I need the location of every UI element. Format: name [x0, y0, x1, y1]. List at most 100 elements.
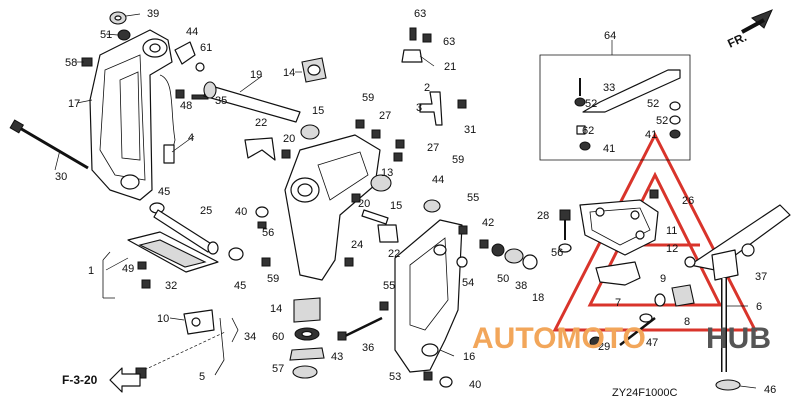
bolt-part-55-right — [458, 225, 468, 235]
washer-part-57 — [292, 365, 318, 379]
callout-40: 40 — [235, 206, 247, 218]
callout-49: 49 — [122, 263, 134, 275]
callout-55: 55 — [383, 280, 395, 292]
callout-19: 19 — [250, 69, 262, 81]
washer-part-40-upper — [255, 206, 269, 218]
page-ref-arrow-icon — [109, 367, 141, 393]
diagram-code-label: ZY24F1000C — [612, 387, 677, 399]
bolt-part-36 — [337, 316, 383, 341]
callout-22: 22 — [255, 117, 267, 129]
connector-part-4 — [163, 144, 175, 164]
watermark-text-automoto: AUTOMOTO — [472, 322, 646, 355]
washer-part-45-lower — [228, 247, 244, 261]
callout-60: 60 — [272, 331, 284, 343]
bracket-part-22-lower — [377, 224, 399, 243]
callout-35: 35 — [215, 95, 227, 107]
callout-24: 24 — [351, 239, 363, 251]
callout-17: 17 — [68, 98, 80, 110]
callout-59: 59 — [452, 154, 464, 166]
nut-part-50 — [491, 243, 505, 257]
callout-40: 40 — [469, 379, 481, 391]
plate-part-44 — [174, 41, 196, 65]
callout-47: 47 — [646, 337, 658, 349]
nut-part-56-left — [257, 221, 267, 229]
callout-44: 44 — [432, 174, 444, 186]
collar-part-38 — [504, 248, 524, 264]
callout-1: 1 — [88, 265, 94, 277]
bolt-part-27-b — [395, 139, 405, 149]
callout-3: 3 — [416, 102, 422, 114]
bolt-part-20-lower — [351, 193, 361, 203]
bolt-part-20-upper — [281, 149, 291, 159]
bracket-part-2-3 — [419, 91, 443, 126]
tie-bar-assembly-part-64 — [539, 54, 691, 161]
guide-line-part-5 — [139, 331, 226, 373]
callout-52: 52 — [656, 115, 668, 127]
callout-59: 59 — [267, 273, 279, 285]
callout-41: 41 — [603, 143, 615, 155]
stern-bracket-left — [89, 29, 173, 201]
rod-part-25 — [153, 209, 214, 253]
callout-15: 15 — [390, 200, 402, 212]
callout-62: 62 — [582, 125, 594, 137]
callout-11: 11 — [666, 225, 677, 237]
callout-43: 43 — [331, 351, 343, 363]
wire-part-5 — [214, 317, 225, 376]
callout-50: 50 — [497, 273, 509, 285]
callout-2: 2 — [424, 82, 430, 94]
callout-42: 42 — [482, 217, 494, 229]
pin-part-15-lower — [361, 209, 389, 225]
callout-5: 5 — [199, 371, 205, 383]
plate-assembly-part-1 — [102, 231, 219, 299]
bolt-part-31 — [457, 99, 467, 109]
leader-lines — [54, 13, 757, 389]
callout-12: 12 — [666, 243, 678, 255]
callout-10: 10 — [157, 313, 169, 325]
callout-48: 48 — [180, 100, 192, 112]
callout-6: 6 — [756, 301, 762, 313]
callout-20: 20 — [283, 133, 295, 145]
bushing-part-14-lower — [293, 297, 321, 323]
callout-37: 37 — [755, 271, 767, 283]
spring-part-43 — [289, 347, 325, 361]
bolt-part-59-c — [261, 257, 271, 267]
watermark-text-hub: HUB — [706, 322, 771, 355]
grease-nipple-part-63-a — [409, 27, 417, 41]
callout-46: 46 — [764, 384, 776, 396]
bolt-part-5 — [135, 367, 147, 379]
callout-52: 52 — [585, 98, 597, 110]
callout-26: 26 — [682, 195, 694, 207]
swivel-case-part-13 — [284, 134, 392, 281]
callout-63: 63 — [414, 8, 426, 20]
callout-13: 13 — [381, 167, 393, 179]
callout-38: 38 — [515, 280, 527, 292]
callout-34: 34 — [244, 331, 256, 343]
callout-51: 51 — [100, 29, 112, 41]
callout-64: 64 — [604, 30, 616, 42]
bolt-part-59-a — [355, 119, 365, 129]
callout-57: 57 — [272, 363, 284, 375]
stern-bracket-right — [394, 219, 463, 373]
callout-18: 18 — [532, 292, 544, 304]
callout-29: 29 — [598, 341, 610, 353]
nut-part-53 — [423, 371, 433, 381]
bolt-part-24 — [344, 257, 354, 267]
long-bolt-part-30 — [9, 119, 89, 170]
callout-32: 32 — [165, 280, 177, 292]
callout-53: 53 — [389, 371, 401, 383]
page-ref-label: F-3-20 — [62, 373, 98, 387]
washer-part-54 — [456, 256, 468, 268]
callout-63: 63 — [443, 36, 455, 48]
callout-41: 41 — [645, 129, 657, 141]
callout-30: 30 — [55, 171, 67, 183]
callout-14: 14 — [283, 67, 295, 79]
callout-56: 56 — [551, 247, 563, 259]
nut-part-42 — [479, 239, 489, 249]
bushing-part-14-upper — [301, 57, 327, 83]
callout-55: 55 — [467, 192, 479, 204]
callout-8: 8 — [684, 316, 690, 328]
